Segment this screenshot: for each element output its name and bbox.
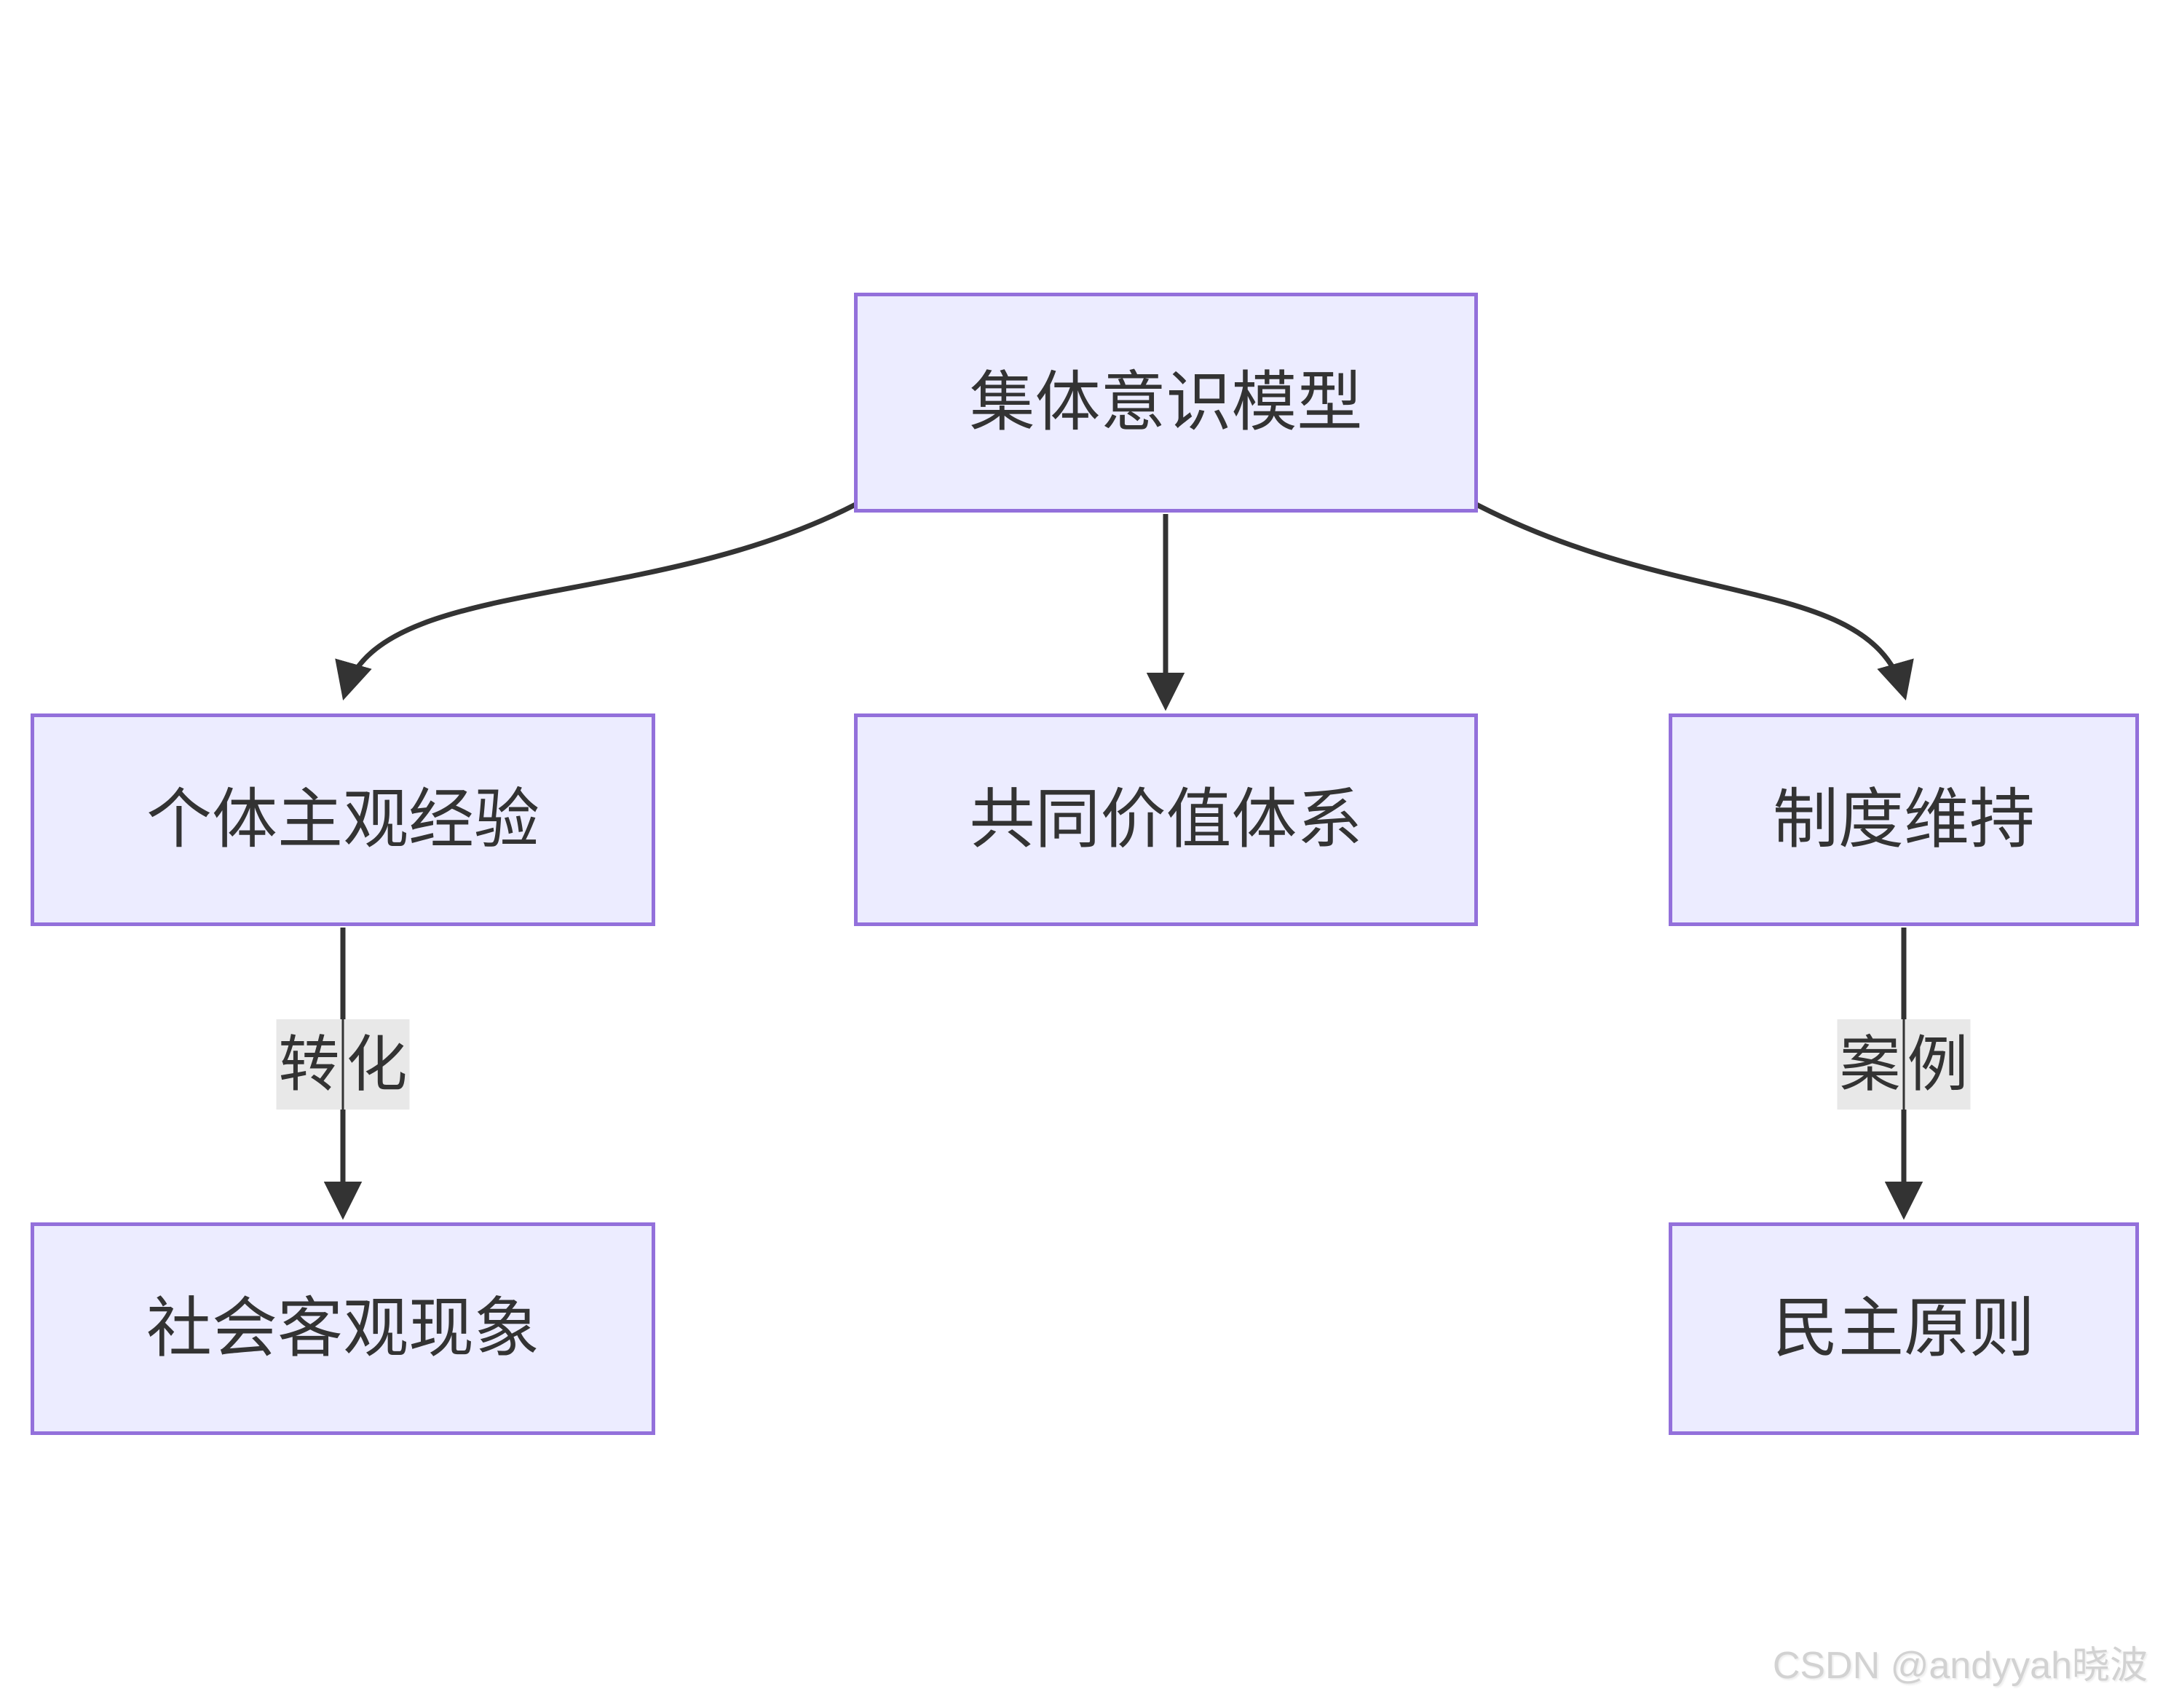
node-democratic-principles-label: 民主原则 (1773, 1292, 2035, 1365)
edge-root-to-institution (1475, 502, 1914, 701)
edge-label-char: 例 (1905, 1019, 1971, 1110)
watermark: CSDN @andyyah晓波 (1772, 1645, 2148, 1687)
node-collective-model-label: 集体意识模型 (969, 366, 1363, 439)
edge-label-char: 化 (344, 1019, 410, 1110)
edge-root-to-subjective (335, 502, 857, 701)
node-democratic-principles: 民主原则 (1669, 1222, 2139, 1435)
edge-label-conversion: 转化 (276, 1019, 410, 1110)
node-value-system: 共同价值体系 (854, 713, 1478, 926)
node-institution-maintenance: 制度维持 (1669, 713, 2139, 926)
node-subjective-experience: 个体主观经验 (31, 713, 655, 926)
node-collective-model: 集体意识模型 (854, 293, 1478, 513)
node-social-phenomenon: 社会客观现象 (31, 1222, 655, 1435)
node-social-phenomenon-label: 社会客观现象 (146, 1292, 539, 1365)
edge-label-case: 案例 (1837, 1019, 1971, 1110)
edge-label-char: 案 (1837, 1019, 1903, 1110)
edge-label-char: 转 (276, 1019, 342, 1110)
node-institution-maintenance-label: 制度维持 (1773, 783, 2035, 856)
node-subjective-experience-label: 个体主观经验 (146, 783, 539, 856)
node-value-system-label: 共同价值体系 (969, 783, 1363, 856)
